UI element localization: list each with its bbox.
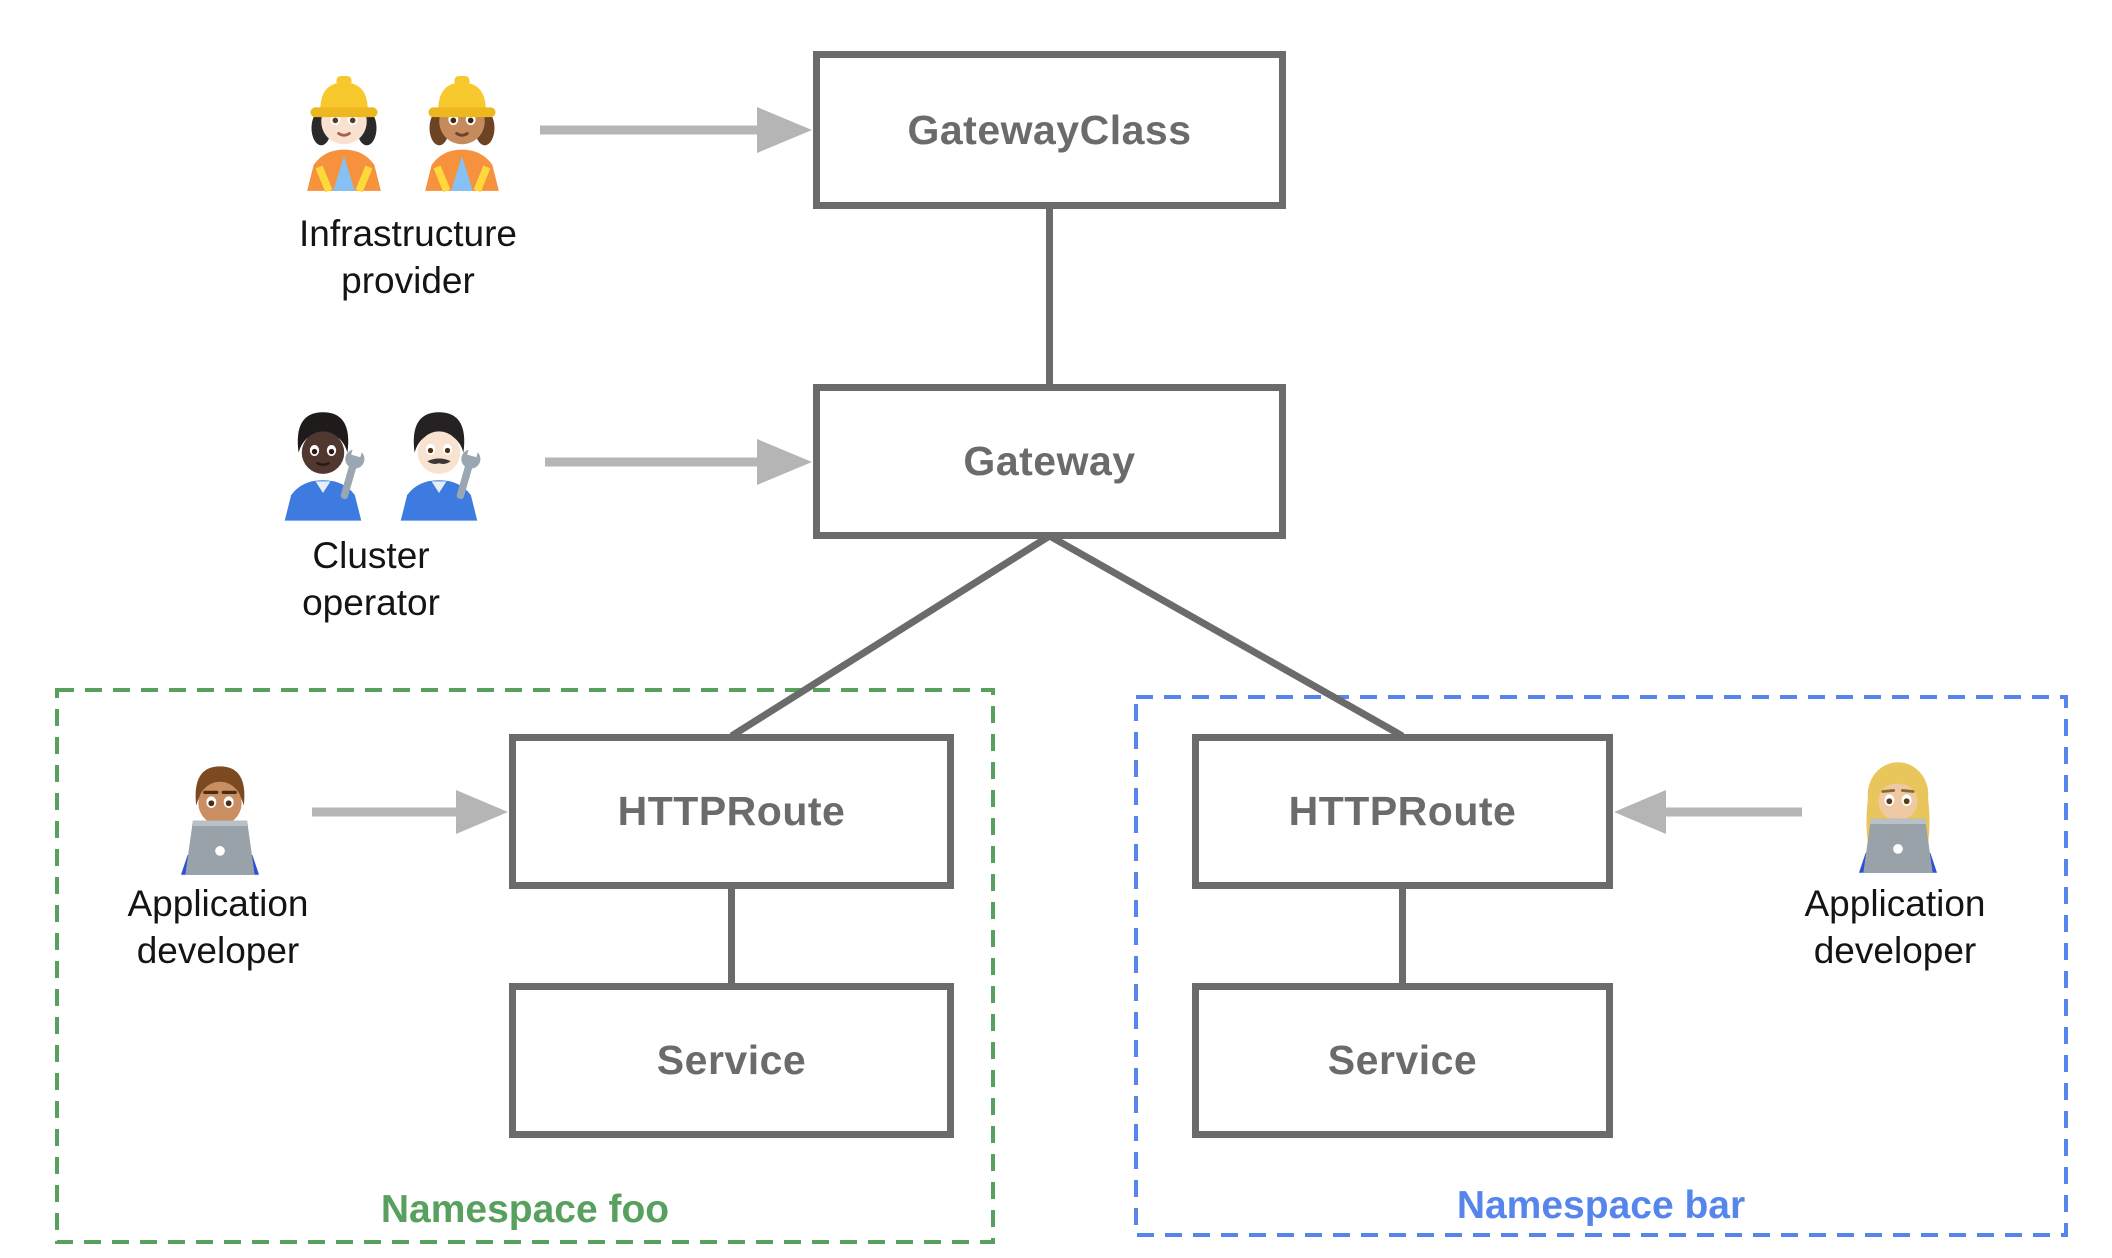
woman-technologist-icon [1859,762,1937,873]
mechanic-dark-icon [284,412,365,521]
persona-cluster-operator [272,396,490,522]
woman-construction-worker-light-icon [307,76,381,192]
woman-construction-worker-medium-icon [425,76,499,192]
node-service-foo-label: Service [656,1037,807,1083]
node-httproute-bar-label: HTTPRoute [1288,788,1517,834]
edge-gateway-httproute-foo [729,533,1052,739]
cluster-operator-label: Cluster operator [211,532,531,627]
arrow-cluster-operator-to-gateway [545,439,812,485]
node-gatewayclass: GatewayClass [813,51,1286,209]
persona-infrastructure-provider [292,64,514,192]
node-httproute-foo-label: HTTPRoute [617,788,846,834]
node-service-bar-label: Service [1327,1037,1478,1083]
application-developer-bar-label-line2: developer [1813,930,1977,972]
node-httproute-bar: HTTPRoute [1192,734,1613,889]
persona-application-developer-bar [1846,748,1950,874]
cluster-operator-label-line2: operator [302,582,440,624]
node-gateway: Gateway [813,384,1286,539]
application-developer-foo-label-line2: developer [136,930,300,972]
node-httproute-foo: HTTPRoute [509,734,954,889]
node-gatewayclass-label: GatewayClass [907,106,1192,153]
namespace-foo-outline [55,688,995,1244]
application-developer-bar-label-line1: Application [1804,883,1986,924]
edge-gateway-httproute-bar [1047,532,1405,740]
infrastructure-provider-label: Infrastructure provider [248,210,568,305]
namespace-bar-outline [1134,695,2068,1237]
arrow-app-developer-to-httproute-foo [312,790,508,834]
node-gateway-label: Gateway [963,438,1136,484]
arrow-infrastructure-provider-to-gatewayclass [540,107,812,153]
persona-arrows [312,107,1802,834]
cluster-operator-label-line1: Cluster [312,535,430,576]
application-developer-bar-label: Application developer [1735,880,2055,975]
application-developer-foo-label-line1: Application [127,883,309,924]
infrastructure-provider-label-line2: provider [341,260,475,302]
namespace-bar-label: Namespace bar [1456,1184,1746,1227]
node-service-bar: Service [1192,983,1613,1138]
infrastructure-provider-label-line1: Infrastructure [299,213,517,254]
arrow-app-developer-to-httproute-bar [1614,790,1802,834]
namespace-foo-label: Namespace foo [380,1188,670,1231]
node-service-foo: Service [509,983,954,1138]
man-technologist-icon [181,766,259,875]
persona-application-developer-foo [168,750,272,876]
application-developer-foo-label: Application developer [58,880,378,975]
man-mechanic-light-icon [400,412,481,521]
hierarchy-edges [728,209,1406,983]
